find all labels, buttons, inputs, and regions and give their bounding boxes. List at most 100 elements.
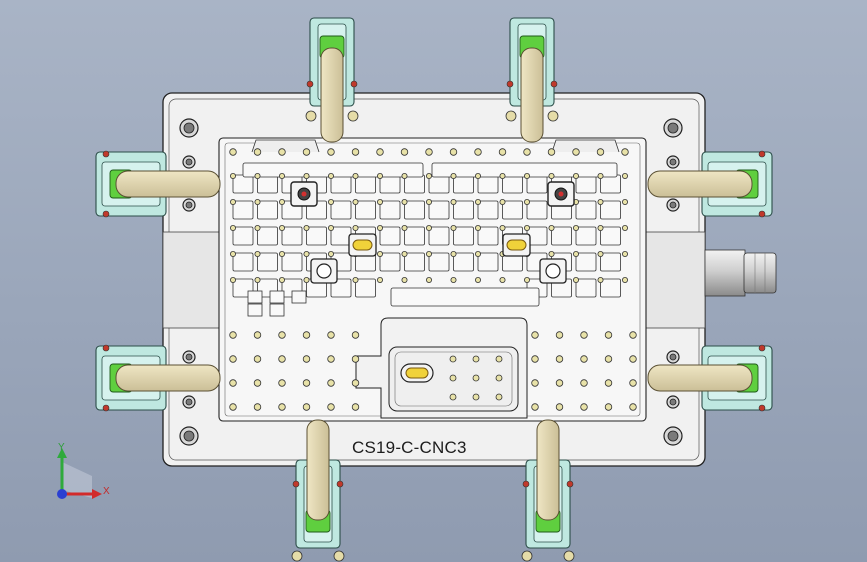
z-axis-dot <box>57 489 67 499</box>
pocket-cell <box>330 226 352 246</box>
hole <box>572 148 580 156</box>
hole <box>495 355 503 363</box>
hole <box>376 276 383 283</box>
pocket-cell <box>600 174 621 194</box>
pocket-cell <box>379 226 401 246</box>
pocket-cell <box>404 174 425 194</box>
clamp-arm <box>115 364 221 392</box>
pocket-cell <box>379 252 401 272</box>
pocket-cell <box>575 226 597 246</box>
left-upper-clamp <box>95 150 221 218</box>
pivot-pin <box>522 480 530 488</box>
triad-xy-plane <box>62 462 92 498</box>
long-slot <box>390 287 540 307</box>
hole <box>278 276 285 283</box>
pocket-cell <box>428 174 450 194</box>
hole <box>425 172 432 179</box>
hole <box>474 276 481 283</box>
pocket-cell <box>257 252 278 272</box>
hole <box>352 172 359 179</box>
hole <box>597 250 604 257</box>
pocket-cell <box>330 278 352 298</box>
hole <box>472 355 480 363</box>
x-axis-label: X <box>103 486 110 497</box>
pocket-cell <box>453 252 474 272</box>
hole <box>327 379 335 387</box>
hole <box>531 331 539 339</box>
small-cell <box>247 303 263 317</box>
bolt-center <box>669 201 677 209</box>
red-locator-pin-left <box>290 181 318 207</box>
pocket-cell <box>551 226 572 246</box>
hole <box>278 379 286 387</box>
hole <box>302 379 311 387</box>
pivot-pin <box>758 150 766 158</box>
bolt-center <box>669 158 677 166</box>
hole <box>597 224 604 231</box>
hole <box>254 224 261 231</box>
hole <box>229 379 237 387</box>
hole <box>524 276 531 283</box>
hole <box>547 148 556 156</box>
hole <box>253 403 262 411</box>
pivot-pin <box>102 344 110 352</box>
hole <box>327 355 335 363</box>
y-axis-arrow <box>57 448 67 458</box>
small-cell <box>269 303 285 317</box>
hole <box>474 198 481 205</box>
mount-bolt <box>563 550 575 562</box>
pivot-pin <box>336 480 344 488</box>
left-lower-clamp <box>95 344 221 412</box>
hole <box>401 250 408 257</box>
pocket-cell <box>428 200 450 220</box>
hole <box>303 224 310 231</box>
clamp-arm <box>536 419 560 521</box>
hole <box>555 403 564 411</box>
hole <box>622 172 629 179</box>
bolt-center <box>669 353 677 361</box>
pocket-cell <box>330 174 352 194</box>
pocket-cell <box>477 226 499 246</box>
mount-bolt <box>521 550 533 562</box>
hole <box>327 250 334 257</box>
red-locator-pin-right <box>547 181 575 207</box>
hole <box>401 172 408 179</box>
hole <box>573 172 580 179</box>
hole <box>327 172 334 179</box>
pocket-cell <box>600 200 621 220</box>
pocket-cell <box>379 200 401 220</box>
hole <box>524 224 531 231</box>
hole <box>254 198 261 205</box>
hole <box>278 224 285 231</box>
hole <box>303 276 310 283</box>
pocket-cell <box>355 278 376 298</box>
hole <box>555 355 564 363</box>
hole <box>573 250 580 257</box>
pocket-tab-left <box>251 139 320 153</box>
hole <box>401 198 408 205</box>
pocket-cell <box>257 200 278 220</box>
hole <box>524 172 531 179</box>
x-axis-arrow <box>92 489 102 499</box>
pocket-cell <box>502 200 523 220</box>
right-step-band <box>644 231 706 329</box>
hole <box>597 276 604 283</box>
hole <box>450 276 457 283</box>
hole <box>531 355 539 363</box>
pocket-cell <box>232 174 254 194</box>
hole <box>351 148 360 156</box>
hole <box>622 224 629 231</box>
hole <box>278 331 286 339</box>
hole <box>302 355 311 363</box>
small-cell <box>247 290 263 304</box>
hole <box>278 148 286 156</box>
hole <box>472 374 480 382</box>
bolt-center <box>667 122 679 134</box>
hole <box>425 276 432 283</box>
round-pin-left <box>310 258 338 284</box>
hole <box>327 148 335 156</box>
pocket-cell <box>232 226 254 246</box>
hole <box>229 198 236 205</box>
bolt-center <box>185 201 193 209</box>
